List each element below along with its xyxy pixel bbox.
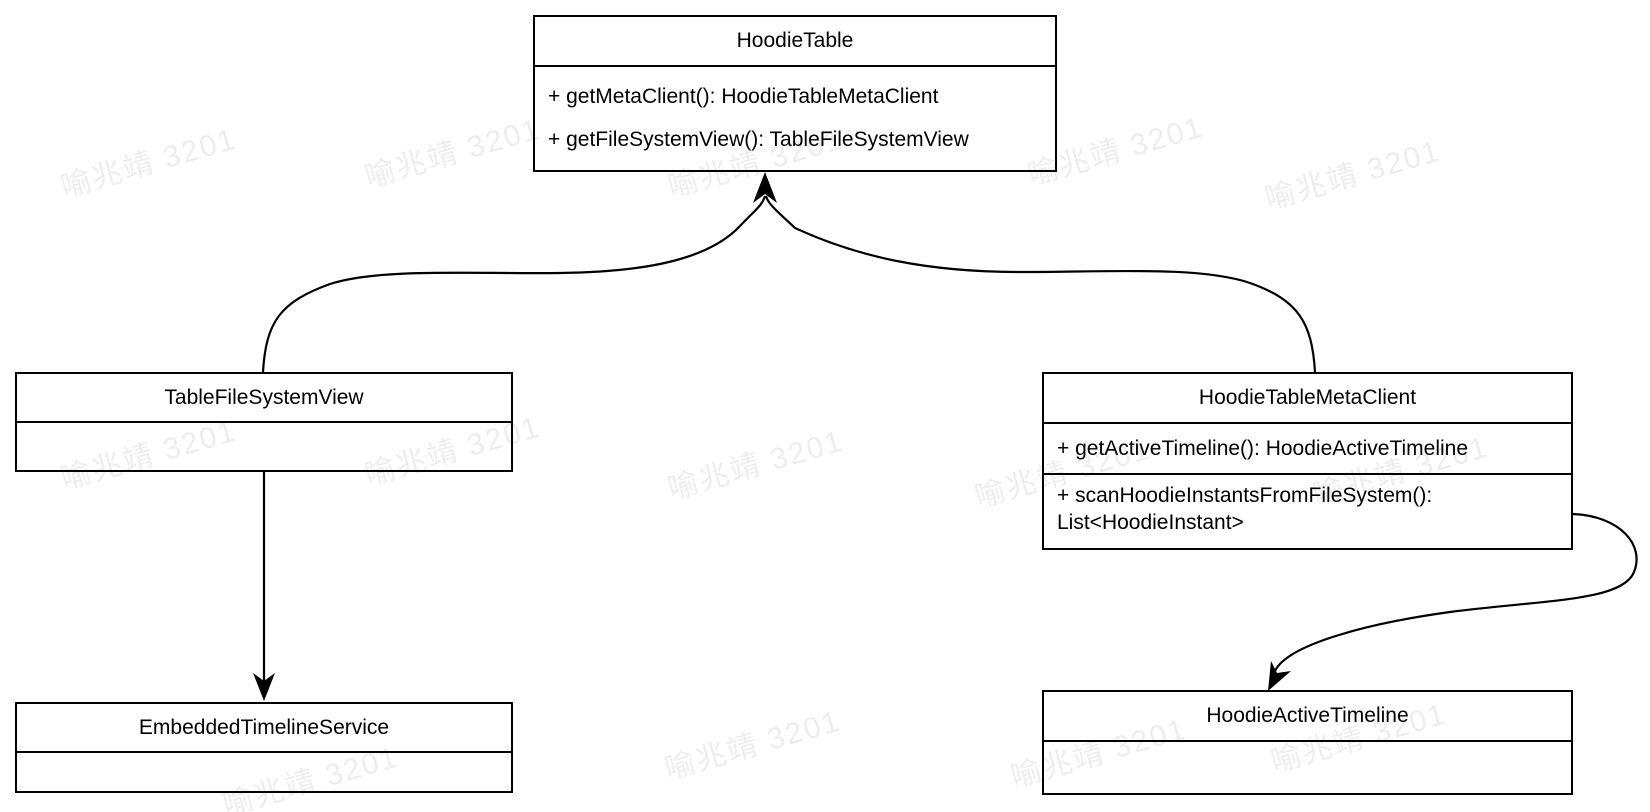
method-row: + getMetaClient(): HoodieTableMetaClient — [548, 85, 939, 109]
class-box-embeddedtimelineservice: EmbeddedTimelineService — [15, 702, 513, 793]
method-row: + getFileSystemView(): TableFileSystemVi… — [548, 127, 969, 151]
class-title: TableFileSystemView — [17, 374, 511, 423]
arrow-hoodietablemetaclient-to-hoodieactivetimeline — [1274, 512, 1638, 672]
arrowhead-down-hoodieactivetimeline — [1268, 661, 1291, 691]
arrow-tablefilesystemview-to-hoodietable — [261, 195, 767, 373]
class-box-hoodietablemetaclient: HoodieTableMetaClient + getActiveTimelin… — [1042, 372, 1573, 550]
class-box-hoodieactivetimeline: HoodieActiveTimeline — [1042, 690, 1573, 795]
class-box-tablefilesystemview: TableFileSystemView — [15, 372, 513, 472]
empty-compartment — [17, 423, 511, 470]
empty-compartment — [1044, 742, 1571, 793]
class-title: HoodieTableMetaClient — [1044, 374, 1571, 424]
arrow-hoodietablemetaclient-to-hoodietable — [764, 195, 1317, 373]
arrowhead-up-hoodietable — [753, 172, 777, 203]
class-title: EmbeddedTimelineService — [17, 704, 511, 753]
method-row: + scanHoodieInstantsFromFileSystem(): Li… — [1057, 484, 1433, 534]
class-title: HoodieActiveTimeline — [1044, 692, 1571, 742]
method-row: + getActiveTimeline(): HoodieActiveTimel… — [1044, 424, 1571, 475]
empty-compartment — [17, 753, 511, 791]
class-methods: + getMetaClient(): HoodieTableMetaClient… — [535, 67, 1055, 170]
class-box-hoodietable: HoodieTable + getMetaClient(): HoodieTab… — [533, 15, 1057, 172]
class-title: HoodieTable — [535, 17, 1055, 67]
arrowhead-down-embeddedtimelineservice — [253, 673, 275, 701]
